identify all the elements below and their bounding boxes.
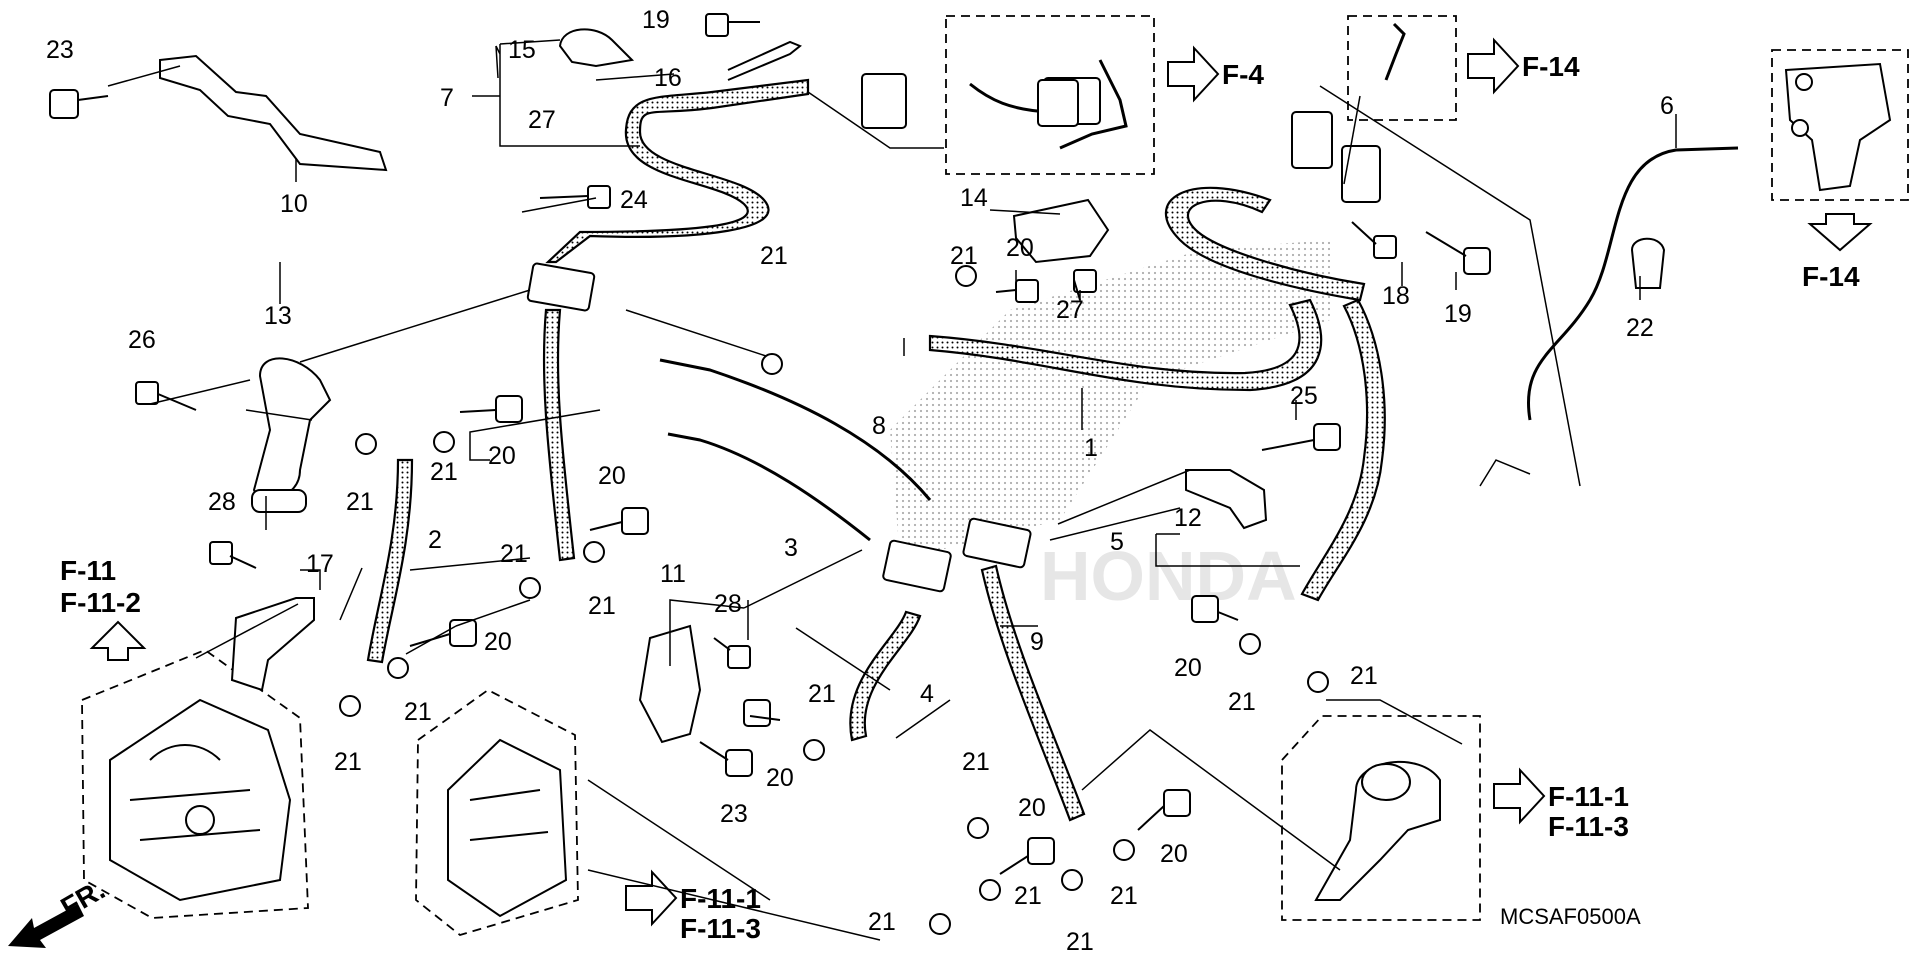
callout-10: 10 [280,190,308,218]
callout-5: 5 [1110,528,1124,556]
callout-21-o: 21 [1228,688,1256,716]
bracket-13 [251,357,332,513]
caliper-left [109,698,292,902]
bracket-17 [230,597,315,692]
fork-bottom-right [1314,760,1441,901]
callout-21-f: 21 [334,748,362,776]
bracket-10 [159,54,388,172]
ref-f11-1-bottom: F-11-1 [680,883,761,914]
callout-1: 1 [1084,434,1098,462]
ref-f4: F-4 [1222,59,1264,90]
ref-f11-2: F-11-2 [60,587,141,618]
callout-13: 13 [264,302,292,330]
callout-28-left: 28 [208,488,236,516]
bracket-14 [1012,198,1110,264]
ref-arrow-f14-right [1807,213,1873,252]
callout-21-k: 21 [1014,882,1042,910]
callout-20-b: 20 [598,462,626,490]
ref-f14-top: F-14 [1522,51,1580,82]
callout-20-e: 20 [766,764,794,792]
callout-7: 7 [440,84,454,112]
callout-27-mid: 27 [1056,296,1084,324]
ref-arrow-f14-top [1467,37,1520,95]
callout-21-c: 21 [500,540,528,568]
callout-21-h: 21 [950,242,978,270]
callout-15: 15 [508,36,536,64]
svg-text:HONDA: HONDA [1040,537,1297,615]
ref-f11-3-right: F-11-3 [1548,811,1629,842]
ref-f14-right: F-14 [1802,261,1860,292]
ref-f11-3-bottom: F-11-3 [680,913,761,944]
callout-14: 14 [960,184,988,212]
front-arrow [8,904,84,948]
callout-27-top: 27 [528,106,556,134]
callout-18: 18 [1382,282,1410,310]
clamp-22 [1630,237,1666,289]
callout-21-m: 21 [1066,928,1094,956]
callout-3: 3 [784,534,798,562]
dashed-box-center-caliper [415,688,579,936]
callout-21-i: 21 [808,680,836,708]
callout-28-mid: 28 [714,590,742,618]
f14-top-detail [1384,22,1406,81]
callout-22: 22 [1626,314,1654,342]
callout-20-h: 20 [1174,654,1202,682]
ref-arrow-f4 [1167,45,1220,103]
callout-21-g: 21 [760,242,788,270]
callout-21-j: 21 [962,748,990,776]
callout-2: 2 [428,526,442,554]
leader-lines [107,39,1677,941]
fasteners [49,13,1491,935]
callout-4: 4 [920,680,934,708]
diagram-code: MCSAF0500A [1500,904,1641,929]
ref-f11: F-11 [60,555,116,586]
callout-24: 24 [620,186,648,214]
dashed-box-left-caliper [81,648,309,919]
dashed-box-right-fork [1281,715,1481,921]
callout-23-bottom: 23 [720,800,748,828]
dashed-box-f4 [945,15,1155,175]
ref-arrow-f11-1-bottom [625,869,678,927]
callout-numbers: 23 10 15 7 27 19 16 24 13 26 21 21 20 28… [46,6,1674,956]
callout-20-f: 20 [1018,794,1046,822]
watermark: HONDA [890,240,1330,615]
callout-16: 16 [654,64,682,92]
callout-6: 6 [1660,92,1674,120]
callout-23-top: 23 [46,36,74,64]
ref-arrow-f11-up [89,620,147,661]
callout-21-p: 21 [1350,662,1378,690]
dashed-box-f14-top [1347,15,1457,121]
f4-detail [969,59,1128,150]
callout-20-a: 20 [488,442,516,470]
callout-21-e: 21 [404,698,432,726]
dashed-box-f14-right [1771,49,1909,201]
caliper-center [447,738,568,918]
brake-hoses [366,78,1739,822]
ref-arrow-f11-1-right [1493,767,1546,825]
callout-19-top: 19 [642,6,670,34]
callout-25: 25 [1290,382,1318,410]
callout-21-d: 21 [588,592,616,620]
callout-11: 11 [660,560,686,588]
callout-12: 12 [1174,504,1202,532]
callout-21-a: 21 [346,488,374,516]
callout-21-b: 21 [430,458,458,486]
callout-21-n: 21 [1110,882,1138,910]
callout-20-d: 20 [1006,234,1034,262]
master-cylinder-f14 [1784,62,1892,192]
bracket-12 [1185,469,1268,530]
ref-f11-1-right: F-11-1 [1548,781,1629,812]
callout-8: 8 [872,412,886,440]
bracket-11 [638,624,702,744]
callout-17: 17 [306,550,334,578]
callout-20-c: 20 [484,628,512,656]
bracket-15 [558,28,635,68]
callout-9: 9 [1030,628,1044,656]
callout-21-l: 21 [868,908,896,936]
callout-20-g: 20 [1160,840,1188,868]
callout-26: 26 [128,326,156,354]
clip-16 [727,40,802,81]
callout-19-right: 19 [1444,300,1472,328]
